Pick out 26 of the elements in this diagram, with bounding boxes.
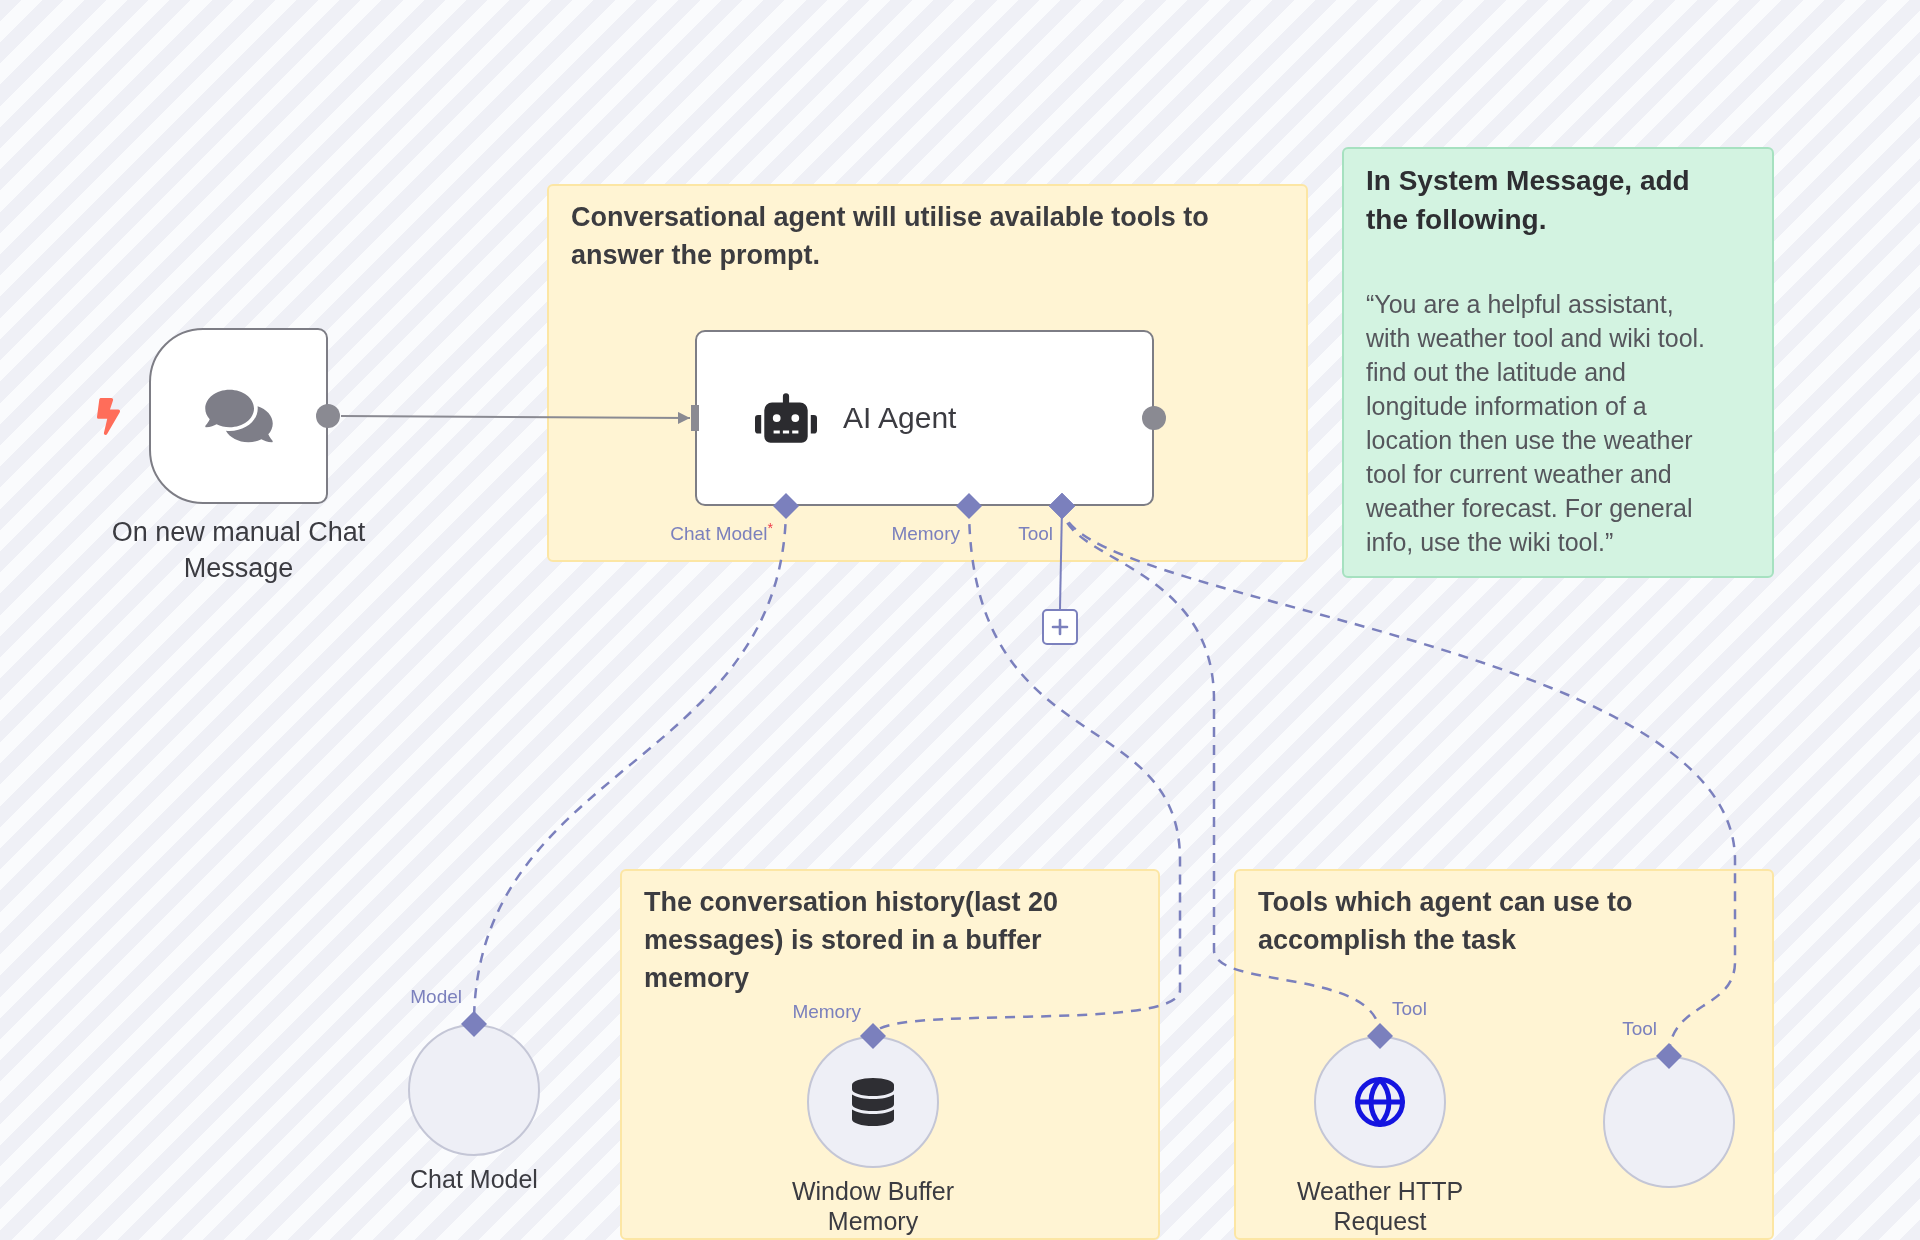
node-label: Chat Model bbox=[410, 1164, 538, 1194]
node-label: Weather HTTP Request bbox=[1295, 1176, 1465, 1236]
port-label: Memory bbox=[792, 1001, 861, 1023]
port-label: Model bbox=[410, 986, 462, 1008]
note-text: “You are a helpful assistant, with weather tool and wiki tool. find out the latitude and longitude information of a location then use the weather tool for current weather and weather forecast. For general info, use the wiki tool.” bbox=[1366, 289, 1707, 558]
sticky-note bbox=[620, 869, 1160, 1240]
note-heading: In System Message, add the following. bbox=[1366, 164, 1691, 237]
port-label: Chat Model$^{*}$ bbox=[670, 523, 773, 545]
port-label: Tool bbox=[1622, 1018, 1657, 1040]
port-label: Tool bbox=[1018, 523, 1053, 545]
note-text: The conversation history(last 20 messages) is stored in a buffer memory bbox=[644, 886, 1060, 995]
dashed-connector bbox=[860, 493, 1182, 1049]
node-label: On new manual Chat Message bbox=[110, 516, 367, 585]
add-button bbox=[1042, 609, 1078, 645]
dashed-connector bbox=[461, 493, 799, 1037]
note-text: Conversational agent will utilise available tools to answer the prompt. bbox=[571, 201, 1210, 272]
sticky-note bbox=[1234, 869, 1774, 1240]
sticky-note bbox=[547, 184, 1308, 562]
node-label: AI Agent bbox=[843, 400, 957, 436]
arrow bbox=[340, 411, 691, 424]
port-label: Tool bbox=[1392, 998, 1427, 1020]
note-text: Tools which agent can use to accomplish the task bbox=[1258, 886, 1634, 957]
port-label: Memory bbox=[891, 523, 960, 545]
sticky-note bbox=[1342, 147, 1774, 578]
dashed-connector bbox=[1049, 493, 1737, 1069]
node-label: Window Buffer Memory bbox=[790, 1176, 956, 1236]
